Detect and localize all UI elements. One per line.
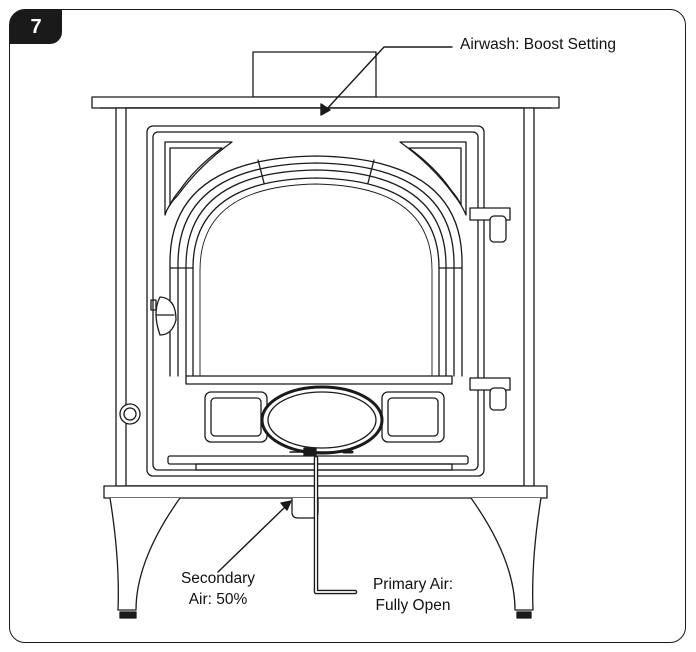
secondary-air-label-line1: Secondary [180,570,256,587]
base-plate [103,485,548,499]
secondary-air-label: Secondary Air: 50% [168,568,268,610]
stove-legs [109,497,542,619]
flue-collar [252,51,377,98]
figure-frame [9,9,686,643]
leader-secondary [217,500,292,573]
corner-panel-right [399,141,467,216]
hinge-top [469,207,511,243]
stove-door [146,125,485,477]
corner-panel-left [164,141,233,216]
primary-air-label: Primary Air: Fully Open [360,574,466,616]
secondary-air-label-line2: Air: 50% [188,591,248,608]
primary-air-label-line1: Primary Air: [372,576,454,593]
primary-air-label-line2: Fully Open [375,597,451,614]
hinge-bottom [469,377,511,411]
side-knob [119,403,141,425]
door-handle [150,296,177,336]
leader-primary [313,455,358,595]
step-number-badge: 7 [10,10,62,44]
primary-air-oval [260,385,384,455]
airwash-label: Airwash: Boost Setting [460,36,616,53]
leader-airwash [320,46,453,116]
